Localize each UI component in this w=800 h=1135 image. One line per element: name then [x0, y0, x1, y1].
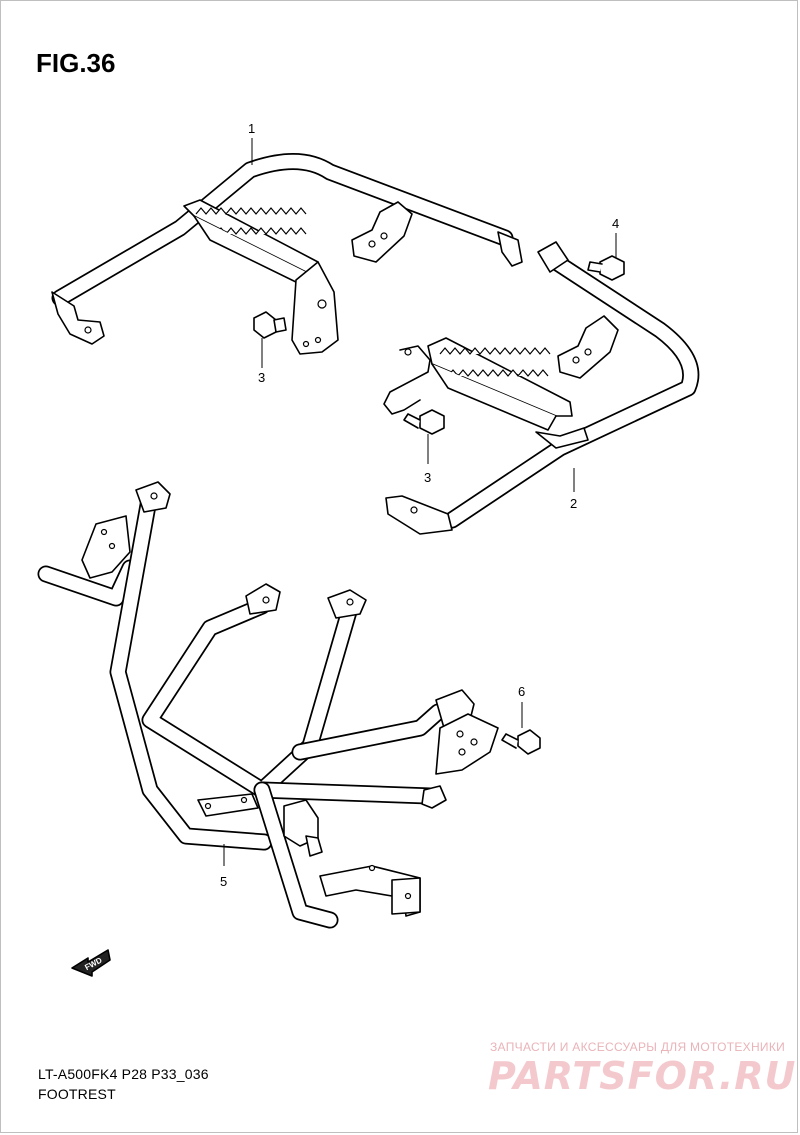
part-3-bolt-upper[interactable]: [253, 311, 287, 368]
watermark-tagline: ЗАПЧАСТИ И АКСЕССУАРЫ ДЛЯ МОТОТЕХНИКИ: [490, 1040, 786, 1054]
callout-4: 4: [612, 216, 619, 258]
callout-2: 2: [570, 468, 577, 511]
part-3-bolt-lower[interactable]: [403, 409, 445, 464]
figure-title: FIG.36: [36, 48, 116, 78]
part-4-bolt[interactable]: [587, 255, 625, 281]
callout-1: 1: [248, 121, 255, 165]
callout-3-lower: 3: [424, 470, 431, 485]
callout-5: 5: [220, 844, 227, 889]
watermark-logo: PARTSFOR.RU: [488, 1054, 797, 1098]
callout-3-upper: 3: [258, 370, 265, 385]
callout-label-3-lower: 3: [424, 470, 431, 485]
callout-label-3-upper: 3: [258, 370, 265, 385]
callout-label-2: 2: [570, 496, 577, 511]
callout-label-1: 1: [248, 121, 255, 136]
callout-label-4: 4: [612, 216, 619, 231]
part-5-frame-guard[interactable]: [37, 481, 499, 929]
model-code: LT-A500FK4 P28 P33_036: [38, 1066, 209, 1082]
callout-label-5: 5: [220, 874, 227, 889]
forward-arrow: FWD: [71, 949, 111, 977]
part-6-bolt[interactable]: [501, 729, 541, 755]
section-name: FOOTREST: [38, 1086, 116, 1102]
part-2-footrest-bracket-right[interactable]: [383, 241, 700, 535]
callout-label-6: 6: [518, 684, 525, 699]
callout-6: 6: [518, 684, 525, 728]
part-1-footrest-bracket-left[interactable]: [51, 153, 523, 355]
